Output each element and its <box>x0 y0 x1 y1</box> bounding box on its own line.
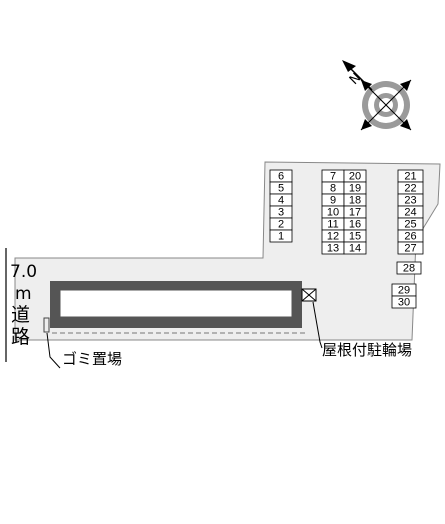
parking-space-8: 8 <box>330 183 336 195</box>
parking-space-box <box>396 261 422 275</box>
parking-space-21: 21 <box>404 171 416 183</box>
parking-space-13: 13 <box>327 243 339 255</box>
parking-space-16: 16 <box>349 219 361 231</box>
parking-space-24: 24 <box>404 207 416 219</box>
parking-space-30: 30 <box>398 297 410 309</box>
garbage-station <box>43 317 50 333</box>
parking-space-27: 27 <box>404 243 416 255</box>
parking-space-17: 17 <box>349 207 361 219</box>
north-arrow: N <box>342 60 373 91</box>
road-unit: m <box>15 284 32 304</box>
apartment-building <box>50 281 302 328</box>
garbage-leader-line <box>46 332 61 369</box>
parking-space-7: 7 <box>330 171 336 183</box>
parking-space-23: 23 <box>404 195 416 207</box>
parking-space-18: 18 <box>349 195 361 207</box>
parking-space-22: 22 <box>404 183 416 195</box>
parking-space-box <box>269 229 293 243</box>
parking-space-box <box>391 295 417 309</box>
bicycle-leader-line <box>312 301 323 349</box>
parking-space-19: 19 <box>349 183 361 195</box>
parking-space-4: 4 <box>278 195 284 207</box>
bicycle-parking-symbol <box>301 288 317 302</box>
compass-rose <box>360 79 412 131</box>
parking-space-6: 6 <box>278 171 284 183</box>
parking-space-box <box>397 241 424 255</box>
parking-space-3: 3 <box>278 207 284 219</box>
parking-space-box <box>343 241 367 255</box>
parking-spaces: 6543217891011121320191817161514212223242… <box>269 169 424 309</box>
parking-space-12: 12 <box>327 231 339 243</box>
parking-space-9: 9 <box>330 195 336 207</box>
road-name-char-2: 路 <box>11 326 30 348</box>
parking-space-2: 2 <box>278 219 284 231</box>
parking-space-14: 14 <box>349 243 361 255</box>
bicycle-parking-label: 屋根付駐輪場 <box>322 341 412 359</box>
parking-space-26: 26 <box>404 231 416 243</box>
parking-space-15: 15 <box>349 231 361 243</box>
parking-space-25: 25 <box>404 219 416 231</box>
north-label: N <box>347 70 364 87</box>
parking-space-1: 1 <box>278 231 284 243</box>
garbage-label: ゴミ置場 <box>62 350 122 368</box>
parking-space-10: 10 <box>327 207 339 219</box>
parking-space-29: 29 <box>398 285 410 297</box>
parking-space-11: 11 <box>327 219 338 231</box>
road-name-char-1: 道 <box>11 304 30 326</box>
parking-space-5: 5 <box>278 183 284 195</box>
parking-space-20: 20 <box>349 171 361 183</box>
road-label: 7.0 m 道 路 <box>10 262 37 348</box>
road-width: 7.0 <box>10 262 37 282</box>
parking-space-28: 28 <box>403 263 415 275</box>
